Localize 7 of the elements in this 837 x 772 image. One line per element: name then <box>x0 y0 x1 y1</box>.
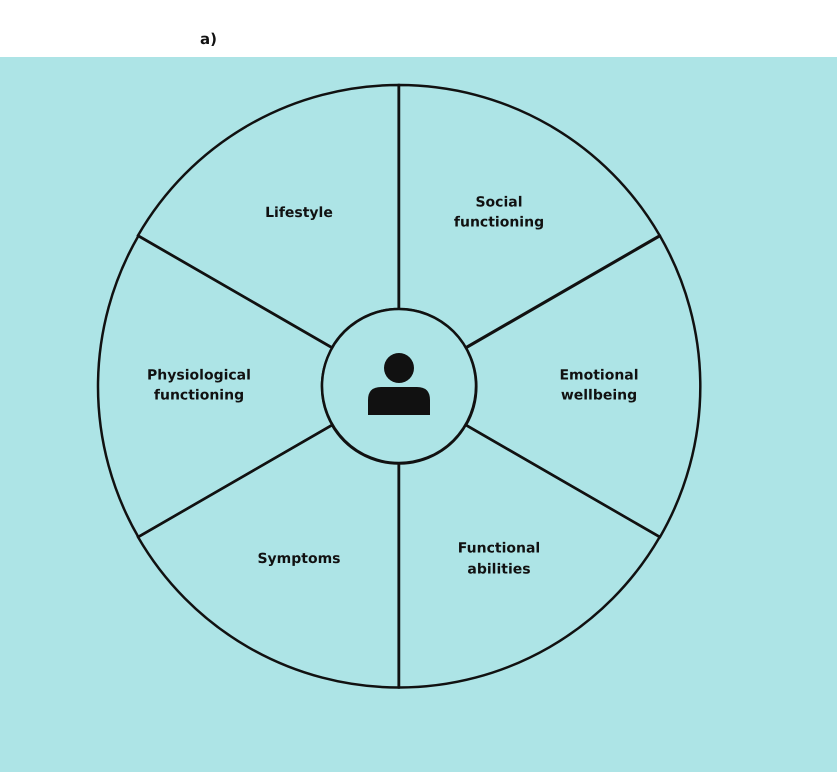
sector-label: Emotional wellbeing <box>558 366 640 406</box>
sector-label: Lifestyle <box>264 204 334 223</box>
sector-label: Physiological functioning <box>146 366 252 406</box>
sector-label: Symptoms <box>256 550 342 570</box>
sector-label: Social functioning <box>452 193 546 233</box>
sector-label: Functional abilities <box>456 540 542 580</box>
panel-letter: a) <box>200 30 217 48</box>
